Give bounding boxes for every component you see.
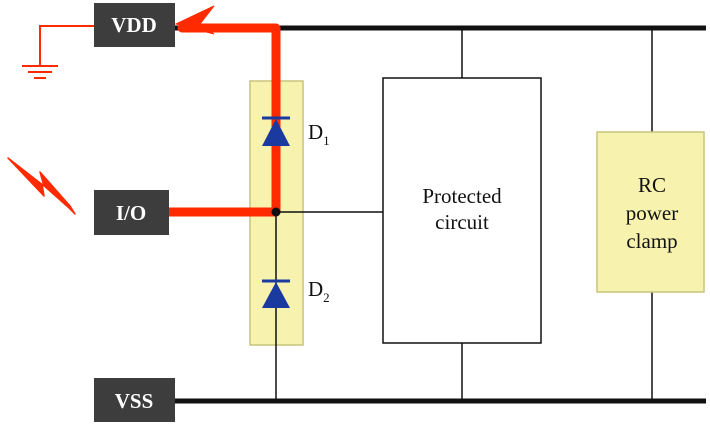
diode-d1 xyxy=(262,116,290,146)
diode-d2 xyxy=(262,279,290,308)
rc-power-clamp-box xyxy=(596,131,705,293)
vss-pin-label: VSS xyxy=(115,389,154,413)
ground-icon xyxy=(22,65,58,79)
diode-d1-name: D xyxy=(308,120,323,144)
diode-d1-subscript: 1 xyxy=(323,133,330,148)
diode-d2-subscript: 2 xyxy=(323,290,330,305)
io-pin-label: I/O xyxy=(116,201,146,225)
vss-pin-box xyxy=(94,378,175,422)
clamp-label-line1: RC xyxy=(638,173,666,197)
io-pin-box xyxy=(94,190,169,235)
diode-d2-label: D2 xyxy=(308,277,330,305)
vdd-pin-box xyxy=(94,3,175,47)
diode-d1-label: D1 xyxy=(308,120,330,148)
clamp-label-line2: power xyxy=(626,201,678,225)
vdd-pin-label: VDD xyxy=(111,13,157,37)
lightning-icon xyxy=(7,157,76,215)
protected-circuit-label-line2: circuit xyxy=(435,210,489,234)
ground-wire xyxy=(39,25,98,66)
protected-circuit-box xyxy=(382,77,542,344)
diode-d2-name: D xyxy=(308,277,323,301)
io-junction-dot xyxy=(271,207,281,217)
esd-path-arrowhead xyxy=(174,5,215,35)
protected-circuit-label-line1: Protected xyxy=(422,184,502,208)
clamp-label-line3: clamp xyxy=(626,229,677,253)
